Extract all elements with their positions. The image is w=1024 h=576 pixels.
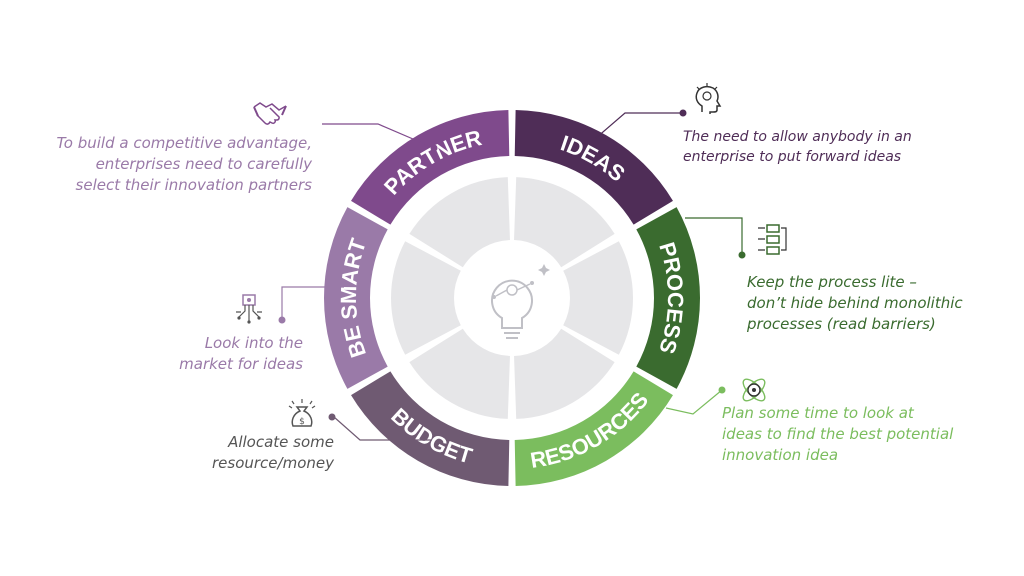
partner-description-line: enterprises need to carefully: [95, 155, 312, 173]
tech-lightbulb-icon: [491, 264, 550, 339]
ideas-connector: [595, 112, 683, 139]
be-smart-description: Look into the market for ideas: [179, 333, 303, 375]
ideas-description-line: The need to allow anybody in an: [683, 129, 912, 145]
atom-icon: [742, 378, 766, 402]
budget-connector: [333, 416, 432, 441]
process-description-line: don’t hide behind monolithic: [747, 294, 963, 312]
circuit-chip-icon: [236, 294, 262, 324]
process-connector: [685, 217, 743, 255]
svg-text:$: $: [299, 417, 305, 427]
resources-connector: [665, 389, 723, 415]
inner-ring-segment: [391, 241, 461, 355]
partner-segment: [351, 110, 510, 225]
process-flow-icon: [758, 224, 787, 255]
ideas-description-line: enterprise to put forward ideas: [683, 149, 902, 165]
partner-description-line: select their innovation partners: [75, 176, 312, 194]
partner-description-line: To build a competitive advantage,: [56, 134, 312, 152]
handshake-icon: [253, 102, 287, 125]
partner-connector: [322, 123, 435, 149]
resources-description-line: innovation idea: [722, 446, 839, 464]
be-smart-description-line: Look into the: [204, 334, 303, 352]
inner-ring-segment: [409, 177, 510, 268]
resources-description-line: ideas to find the best potential: [722, 425, 954, 443]
budget-description-line: resource/money: [212, 454, 334, 472]
lightbulb-head-icon: [695, 83, 722, 114]
process-description-line: Keep the process lite –: [747, 273, 917, 291]
budget-description: Allocate some resource/money: [212, 432, 334, 474]
budget-description-line: Allocate some: [228, 433, 334, 451]
inner-ring-segment: [514, 328, 615, 419]
inner-ring-segment: [563, 241, 633, 355]
ideas-segment: [514, 110, 673, 225]
inner-ring-segment: [409, 328, 510, 419]
ideas-description: The need to allow anybody in an enterpri…: [683, 127, 912, 167]
be-smart-connector: [281, 286, 344, 320]
money-bag-icon: $: [288, 399, 316, 427]
be-smart-segment: [323, 207, 388, 389]
be-smart-description-line: market for ideas: [179, 355, 303, 373]
process-description: Keep the process lite – don’t hide behin…: [747, 272, 963, 335]
resources-segment: [514, 371, 673, 486]
partner-description: To build a competitive advantage, enterp…: [56, 133, 312, 196]
process-description-line: processes (read barriers): [747, 315, 936, 333]
budget-segment: [351, 371, 510, 486]
resources-description-line: Plan some time to look at: [722, 404, 914, 422]
process-segment: [636, 207, 701, 389]
resources-description: Plan some time to look at ideas to find …: [722, 403, 953, 466]
inner-ring-segment: [514, 177, 615, 268]
